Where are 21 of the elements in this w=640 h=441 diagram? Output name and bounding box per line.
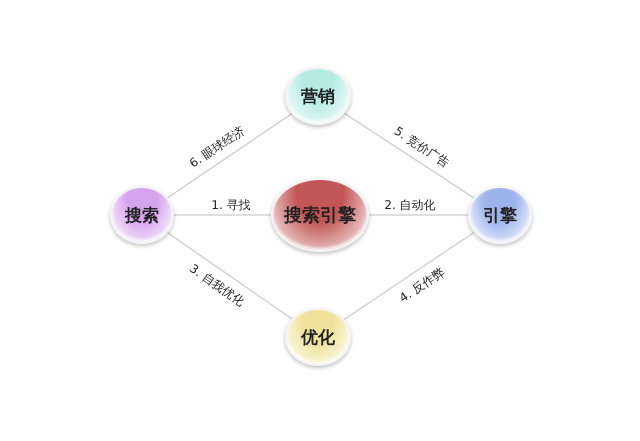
node-circle bbox=[110, 186, 174, 244]
edge-label: 5. 竞价广告 bbox=[391, 122, 454, 171]
connector-line bbox=[369, 214, 468, 216]
node-label: 优化 bbox=[301, 326, 335, 348]
edge-label: 4. 反作弊 bbox=[396, 264, 448, 306]
edge-label: 6. 眼球经济 bbox=[186, 122, 248, 172]
node-label: 营销 bbox=[301, 86, 335, 108]
node-label: 搜索引擎 bbox=[284, 204, 356, 227]
connector-line bbox=[167, 232, 292, 320]
edge-label: 1. 寻找 bbox=[210, 198, 252, 212]
node-label: 引擎 bbox=[483, 204, 517, 226]
connector-line bbox=[174, 214, 271, 216]
connector-line bbox=[167, 113, 292, 198]
node-label: 搜索 bbox=[125, 204, 159, 226]
edge-label: 2. 自动化 bbox=[383, 198, 437, 212]
node-circle bbox=[285, 67, 351, 125]
connector-line bbox=[344, 232, 475, 320]
node-circle bbox=[285, 308, 351, 366]
connector-line bbox=[344, 112, 474, 199]
node-circle bbox=[468, 186, 532, 244]
edge-label: 3. 自我优化 bbox=[186, 260, 248, 310]
